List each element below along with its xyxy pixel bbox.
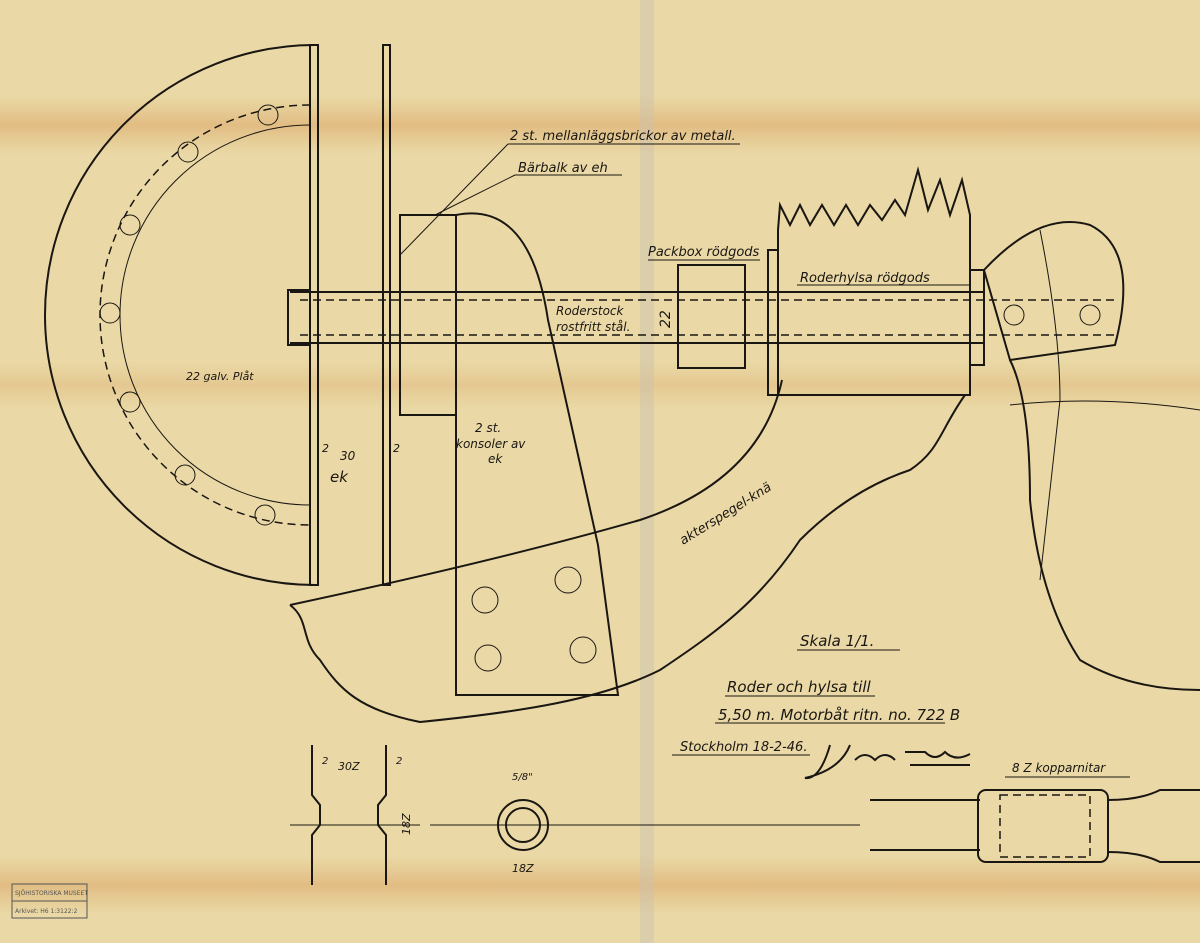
- flange-disc: [44, 44, 316, 586]
- scale-text: Skala 1/1.: [800, 632, 874, 650]
- label-stock: Roderstock: [556, 304, 625, 318]
- bracket-bolts: [471, 566, 597, 672]
- label-plate: 22 galv. Plåt: [186, 370, 254, 383]
- title-line-1: Roder och hylsa till: [727, 678, 872, 696]
- place-date: Stockholm 18-2-46.: [680, 740, 807, 755]
- dim-2b: 2: [393, 442, 400, 455]
- paper-fold: [640, 0, 654, 943]
- title-block: Skala 1/1. Roder och hylsa till 5,50 m. …: [680, 632, 960, 755]
- dim-2a: 2: [322, 442, 329, 455]
- title-line-2: 5,50 m. Motorbåt ritn. no. 722 B: [718, 706, 960, 724]
- paper-stain: [0, 855, 1200, 915]
- detail-washer-section: [290, 745, 420, 885]
- paper-stain: [0, 95, 1200, 155]
- detail-dim-18a: 18Z: [400, 813, 413, 835]
- detail-dim-30: 30Z: [338, 760, 360, 773]
- detail-tiller: [870, 789, 1200, 863]
- label-brackets-material: ek: [488, 452, 503, 466]
- label-stock-material: rostfritt stål.: [556, 320, 630, 334]
- knee-break-line: [289, 394, 966, 724]
- label-brackets-count: 2 st.: [475, 421, 501, 435]
- paper-stain: [0, 360, 1200, 410]
- label-brackets: konsoler av: [456, 437, 526, 451]
- label-ek: ek: [330, 468, 349, 486]
- detail-tube-section: [430, 799, 860, 851]
- stamp-line-2: Arkivet: H6 1:3122:2: [15, 908, 78, 915]
- detail-dim-18b: 18Z: [512, 862, 534, 875]
- detail-dim-2b: 2: [396, 756, 402, 767]
- rudder-blade: [982, 221, 1200, 691]
- detail-dim-2a: 2: [322, 756, 328, 767]
- label-washers: 2 st. mellanläggsbrickor av metall.: [510, 129, 736, 144]
- label-packbox: Packbox rödgods: [648, 245, 760, 260]
- dim-stock: 22: [658, 310, 674, 328]
- stamp-line-1: SJÖHISTORISKA MUSEET: [15, 890, 88, 897]
- archive-stamp: SJÖHISTORISKA MUSEET Arkivet: H6 1:3122:…: [11, 883, 88, 919]
- plates: [287, 44, 620, 696]
- label-sleeve: Roderhylsa rödgods: [800, 271, 930, 286]
- signature-mark: [804, 744, 971, 780]
- transom-knee: [289, 379, 783, 606]
- label-knee: akterspegel-knä: [677, 480, 774, 549]
- label-beam: Bärbalk av eh: [518, 161, 608, 176]
- detail-dim-58: 5/8": [512, 772, 533, 783]
- label-rivets: 8 Z kopparnitar: [1012, 761, 1106, 775]
- dim-30: 30: [340, 449, 356, 463]
- rudder-stock: [290, 166, 1115, 396]
- label-lines: [399, 143, 1130, 778]
